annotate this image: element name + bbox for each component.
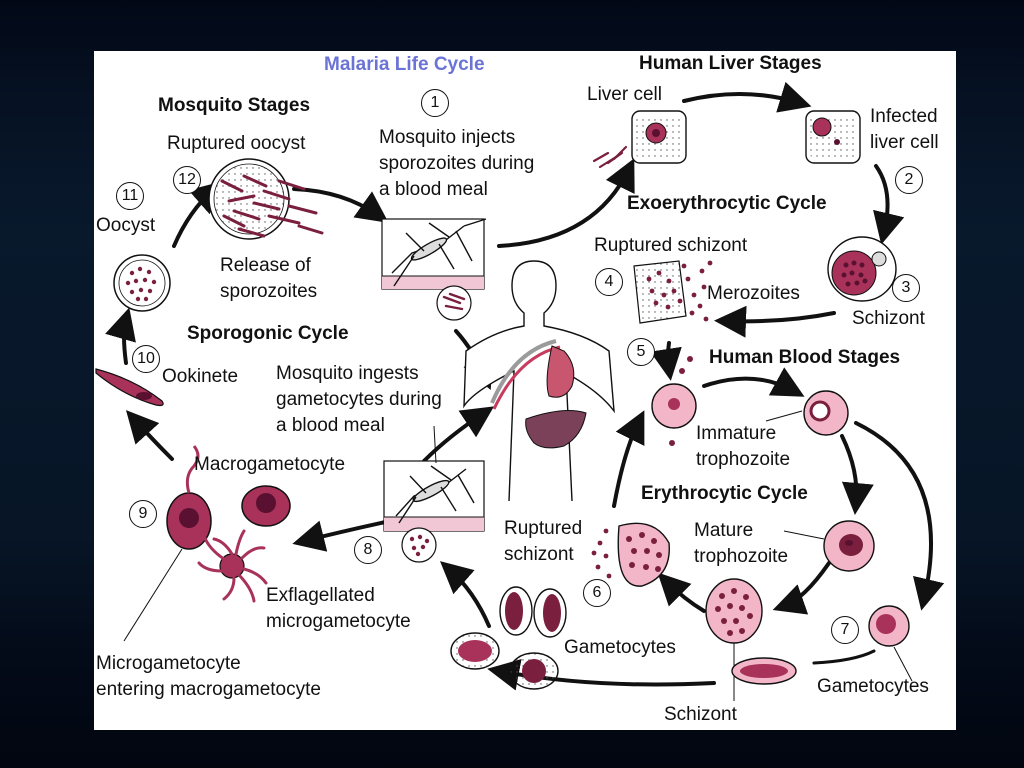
life-cycle-illustration <box>95 81 945 701</box>
label-ruptured-schizont-top: Ruptured schizont <box>594 235 748 256</box>
label-ruptured-schizont-bottom: Ruptured schizont <box>504 518 583 565</box>
oocyst-illustration <box>113 254 171 312</box>
gamete-cells-illustration <box>123 445 291 642</box>
diagram-panel: Malaria Life Cycle Mosquito Stages Human… <box>94 51 956 730</box>
infected-liver-cell-illustration <box>805 110 861 164</box>
label-merozoites: Merozoites <box>707 283 800 304</box>
ookinete-illustration <box>95 368 164 407</box>
gametocyte-cells-lower <box>450 586 567 690</box>
heading-mosquito-stages: Mosquito Stages <box>158 95 311 116</box>
step-1-marker: 1 <box>421 89 449 117</box>
label-ruptured-oocyst: Ruptured oocyst <box>167 133 306 154</box>
merozoite-infected-rbc <box>651 356 697 446</box>
label-immature-trophozoite: Immature trophozoite <box>696 423 791 470</box>
label-schizont-top: Schizont <box>852 308 925 329</box>
step-6-marker: 6 <box>583 579 611 607</box>
immature-trophozoite-rbc <box>765 390 849 436</box>
step-4-marker: 4 <box>595 268 623 296</box>
heading-exoerythrocytic-cycle: Exoerythrocytic Cycle <box>627 193 827 214</box>
step-9-marker: 9 <box>129 500 157 528</box>
label-ookinete: Ookinete <box>162 366 239 387</box>
ruptured-liver-schizont-illustration <box>633 260 713 324</box>
step-12-marker: 12 <box>173 166 201 194</box>
label-microgametocyte-entering: Microgametocyte entering macrogametocyte <box>96 653 321 700</box>
cycle-arrows <box>105 81 945 691</box>
label-oocyst: Oocyst <box>96 215 156 236</box>
step-11-marker: 11 <box>116 182 144 210</box>
mosquito-feeding-bottom <box>383 425 485 563</box>
label-gametocytes-right: Gametocytes <box>817 676 929 697</box>
human-body-illustration <box>463 260 615 502</box>
ruptured-oocyst-illustration <box>208 158 324 240</box>
label-mosquito-injects: Mosquito injects sporozoites during a bl… <box>379 127 535 200</box>
heading-erythrocytic-cycle: Erythrocytic Cycle <box>641 483 808 504</box>
schizont-rbc <box>705 578 763 701</box>
label-mosquito-ingests: Mosquito ingests gametocytes during a bl… <box>276 363 442 436</box>
sporozoites-illustration <box>592 145 628 169</box>
gametocyte-rbc-round <box>868 605 913 682</box>
heading-sporogonic-cycle: Sporogonic Cycle <box>187 323 349 344</box>
liver-cell-illustration <box>631 110 687 164</box>
label-schizont-bottom: Schizont <box>664 704 737 725</box>
label-macrogametocyte: Macrogametocyte <box>194 454 346 475</box>
label-infected-liver-cell: Infected liver cell <box>870 106 939 153</box>
step-8-marker: 8 <box>354 536 382 564</box>
step-3-marker: 3 <box>892 274 920 302</box>
ruptured-schizont-rbc <box>591 522 670 587</box>
heading-human-blood-stages: Human Blood Stages <box>709 347 901 368</box>
mature-trophozoite-rbc <box>783 520 875 572</box>
step-5-marker: 5 <box>627 338 655 366</box>
heading-human-liver-stages: Human Liver Stages <box>639 53 822 74</box>
label-gametocytes-middle: Gametocytes <box>564 637 676 658</box>
gametocyte-rbc-banana <box>731 657 797 685</box>
liver-schizont-illustration <box>827 236 897 302</box>
mosquito-feeding-top <box>381 218 487 321</box>
label-mature-trophozoite: Mature trophozoite <box>694 520 789 567</box>
step-10-marker: 10 <box>132 345 160 373</box>
step-2-marker: 2 <box>895 166 923 194</box>
page-title: Malaria Life Cycle <box>324 54 485 75</box>
label-exflagellated-microgametocyte: Exflagellated microgametocyte <box>266 585 411 632</box>
label-liver-cell: Liver cell <box>587 84 662 105</box>
step-7-marker: 7 <box>831 616 859 644</box>
label-release-of-sporozoites: Release of sporozoites <box>220 255 318 302</box>
